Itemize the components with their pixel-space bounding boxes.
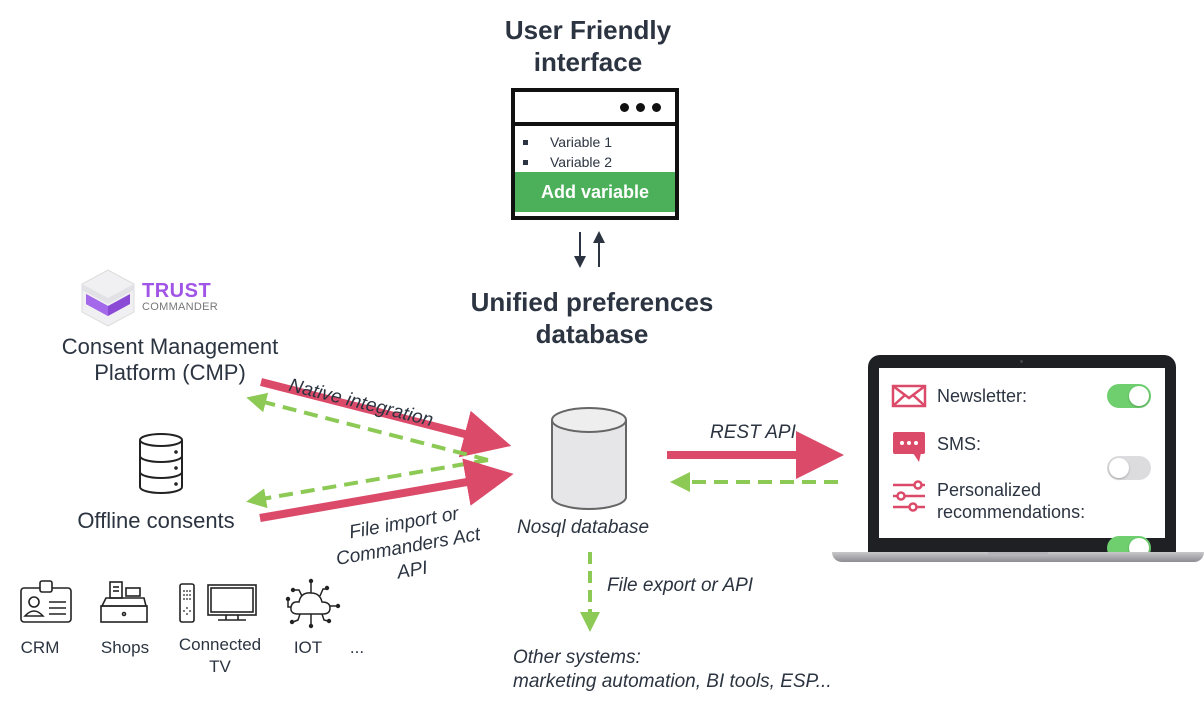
rest-api-label: REST API xyxy=(710,422,796,443)
nosql-label: Nosql database xyxy=(517,517,650,538)
recommendations-label-line2: recommendations: xyxy=(937,502,1086,522)
pref-row-newsletter xyxy=(891,384,927,408)
add-variable-button[interactable]: Add variable xyxy=(515,172,675,212)
more-dots-icon[interactable] xyxy=(620,103,661,112)
preferences-screen: Newsletter: SMS: Personalized recommenda… xyxy=(879,368,1165,560)
pref-row-recommendations xyxy=(891,480,927,519)
nosql-database-icon xyxy=(551,407,627,510)
source-more-label: ... xyxy=(349,638,365,657)
sms-label: SMS: xyxy=(937,434,982,454)
database-title-line1: Unified preferences xyxy=(470,287,714,317)
newsletter-label: Newsletter: xyxy=(937,386,1028,406)
logo-line1: TRUST xyxy=(142,280,212,302)
laptop-base xyxy=(832,552,1204,562)
cmp-label-line1: Consent Management xyxy=(61,334,279,359)
offline-consents-label: Offline consents xyxy=(77,508,235,533)
cloud-network-icon xyxy=(285,578,341,629)
export-label: File export or API xyxy=(607,575,754,596)
window-titlebar xyxy=(515,92,675,126)
ui-title: User Friendly interface xyxy=(468,14,708,78)
variable-item[interactable]: Variable 2 xyxy=(523,152,675,172)
source-shops-label: Shops xyxy=(100,638,150,657)
tv-remote-icon xyxy=(179,583,257,623)
variable-item[interactable]: Variable 1 xyxy=(523,132,675,152)
cmp-label-line2: Platform (CMP) xyxy=(94,360,246,385)
cmp-return-arrow xyxy=(246,392,489,462)
file-import-arrow xyxy=(259,458,514,522)
trust-commander-cube-icon xyxy=(81,269,135,327)
source-connected-tv-line2: TV xyxy=(209,657,231,676)
pref-row-sms xyxy=(891,430,927,469)
server-database-icon xyxy=(139,433,183,494)
newsletter-toggle[interactable] xyxy=(1107,384,1151,408)
logo-line2: COMMANDER xyxy=(142,301,219,313)
database-title-line2: database xyxy=(535,319,649,349)
sliders-icon xyxy=(893,480,925,512)
source-crm-label: CRM xyxy=(20,638,60,657)
other-systems-line1: Other systems: xyxy=(513,647,641,668)
source-connected-tv-label: Connected TV xyxy=(170,634,270,678)
ui-window-mockup: Variable 1 Variable 2 Add variable xyxy=(511,88,679,220)
chat-bubble-icon xyxy=(893,432,925,462)
offline-return-arrow xyxy=(246,458,489,509)
recommendations-label-line1: Personalized xyxy=(937,480,1042,500)
native-integration-arrow xyxy=(260,378,512,458)
variable-label: Variable 1 xyxy=(550,134,613,150)
cmp-label: Consent Management Platform (CMP) xyxy=(20,334,320,386)
ui-title-line1: User Friendly xyxy=(504,15,672,45)
sms-toggle[interactable] xyxy=(1107,456,1151,480)
laptop-camera xyxy=(1020,360,1023,363)
envelope-icon xyxy=(891,384,927,408)
ui-title-line2: interface xyxy=(533,47,643,77)
recommendations-label: Personalized recommendations: xyxy=(937,479,1085,523)
variable-label: Variable 2 xyxy=(550,154,613,170)
laptop-notch xyxy=(988,552,1048,556)
trust-commander-logo: TRUST COMMANDER xyxy=(142,281,218,313)
source-connected-tv-line1: Connected xyxy=(178,635,262,654)
source-iot-label: IOT xyxy=(293,638,323,657)
database-title: Unified preferences database xyxy=(452,286,732,350)
id-card-icon xyxy=(20,580,72,623)
variable-list: Variable 1 Variable 2 xyxy=(515,126,675,172)
cash-register-icon xyxy=(100,581,148,623)
other-systems-line2: marketing automation, BI tools, ESP... xyxy=(513,671,832,692)
